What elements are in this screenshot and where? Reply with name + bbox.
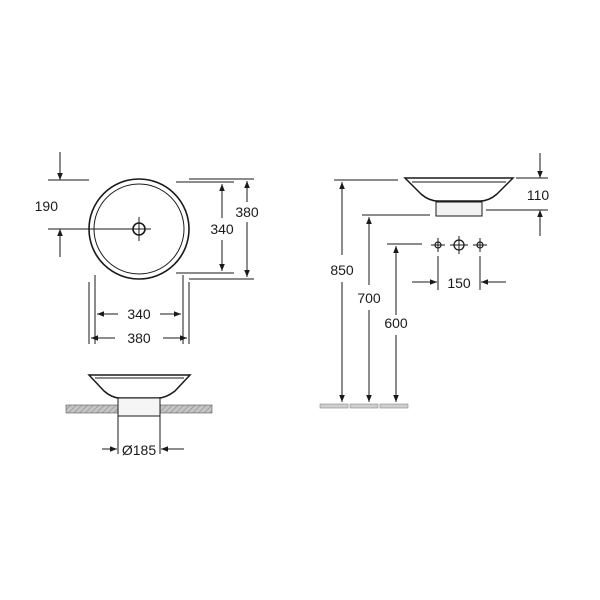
countertop-right xyxy=(159,404,213,414)
dim-basin-widths: 340 380 xyxy=(88,275,190,346)
outer-width-label: 380 xyxy=(127,330,151,346)
basin-elevation xyxy=(403,177,515,202)
dim-total-height: 850 xyxy=(330,179,398,402)
section-view: Ø185 xyxy=(65,374,213,458)
total-height-label: 850 xyxy=(330,262,354,278)
dim-bowl-height: 110 xyxy=(486,153,549,236)
dim-cutout: Ø185 xyxy=(102,416,184,458)
dim-counter-height: 700 xyxy=(357,214,430,402)
floor-block-1 xyxy=(319,403,349,409)
floor-block-2 xyxy=(349,403,379,409)
elevation-view: 110 850 700 600 xyxy=(319,153,549,409)
basin-elevation-foot xyxy=(435,201,483,217)
cutout-label: Ø185 xyxy=(122,442,156,458)
dim-tap-height: 600 xyxy=(384,243,422,402)
outer-height-label: 380 xyxy=(235,204,259,220)
basin-foot xyxy=(117,397,161,417)
top-view: 190 340 380 340 380 xyxy=(35,152,259,346)
inner-width-label: 340 xyxy=(127,306,151,322)
counter-height-label: 700 xyxy=(357,290,381,306)
dim-tap-spacing: 150 xyxy=(412,256,506,291)
bowl-height-label: 110 xyxy=(527,187,550,203)
tap-handle-right-icon xyxy=(473,238,487,252)
floor-block-3 xyxy=(379,403,409,409)
dim-drain-offset: 190 xyxy=(35,152,128,257)
drain-icon xyxy=(127,217,151,241)
tap-spout-icon xyxy=(450,236,468,254)
tap-spacing-label: 150 xyxy=(447,275,471,291)
offset-label: 190 xyxy=(35,198,59,214)
countertop-left xyxy=(65,404,119,414)
inner-height-label: 340 xyxy=(210,221,234,237)
dim-basin-heights: 340 380 xyxy=(176,178,259,280)
tap-handle-left-icon xyxy=(431,238,445,252)
tap-height-label: 600 xyxy=(384,315,408,331)
